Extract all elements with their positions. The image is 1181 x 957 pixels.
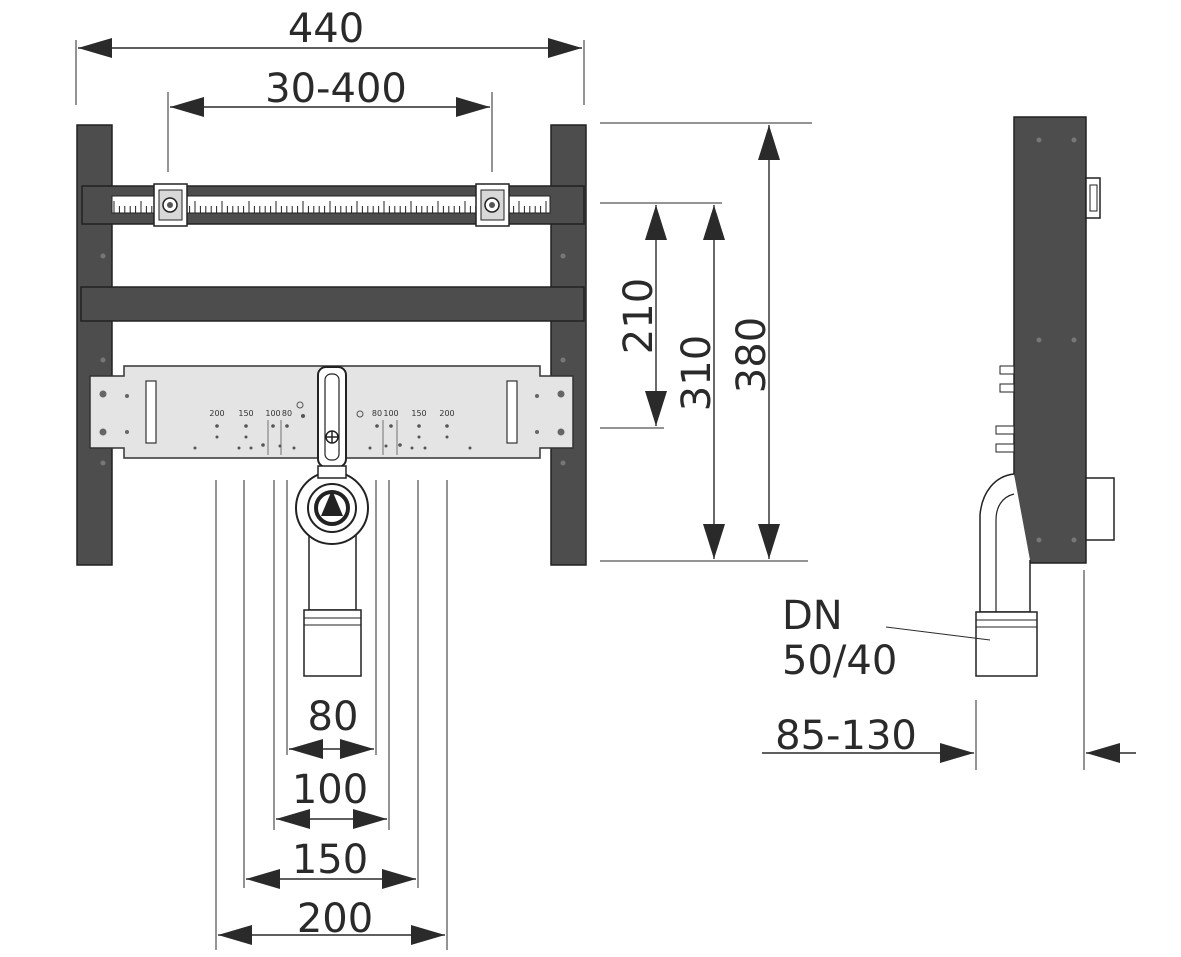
dimension-label-100: 100 [292,767,368,813]
plate-scale-right-80: 80 [372,409,382,418]
spacing-guide-lines [215,480,448,950]
plate-scale-left-80: 80 [282,409,292,418]
pipe-label-dn: DN [782,593,843,639]
dimension-label-440: 440 [288,6,364,52]
plate-scale-left-200: 200 [209,409,224,418]
side-view: DN 50/40 85-130 [762,116,1136,770]
dimension-380: 380 [729,125,780,559]
side-connector [1085,477,1115,541]
dimension-210: 210 [616,205,667,426]
drain-fitting [295,465,369,677]
dimension-150: 150 [246,837,416,889]
dimension-label-380: 380 [729,317,775,393]
pipe-label-size: 50/40 [782,638,897,684]
dimension-310: 310 [674,205,725,559]
plate-scale-right-150: 150 [411,409,426,418]
side-clamp [1085,177,1101,219]
dimension-label-150: 150 [292,837,368,883]
plate-scale-left-100: 100 [265,409,280,418]
dimension-label-310: 310 [674,335,720,411]
left-rail-clamp [153,183,188,227]
side-screws [995,365,1015,453]
dimension-30-400: 30-400 [170,66,490,117]
dimension-200: 200 [218,896,445,945]
dimension-85-130: 85-130 [762,713,1136,763]
right-rail-clamp [475,183,510,227]
middle-crossbar [80,286,585,322]
dimension-100: 100 [276,767,387,829]
dimension-440: 440 [78,6,582,58]
plate-scale-left-150: 150 [238,409,253,418]
dimension-label-80: 80 [308,694,359,740]
dimension-80: 80 [289,694,374,759]
side-drain-pipe [975,473,1038,677]
front-view: 440 30-400 [75,6,587,950]
drain-slot [317,366,347,468]
pipe-label-leader [885,626,991,641]
dimension-label-85-130: 85-130 [775,713,917,759]
dimension-label-30-400: 30-400 [265,66,407,112]
dimension-label-200: 200 [297,896,373,942]
vertical-dimensions: 210 310 380 [600,122,812,562]
dimension-label-210: 210 [616,278,662,354]
plate-scale-right-200: 200 [439,409,454,418]
plate-scale-right-100: 100 [383,409,398,418]
